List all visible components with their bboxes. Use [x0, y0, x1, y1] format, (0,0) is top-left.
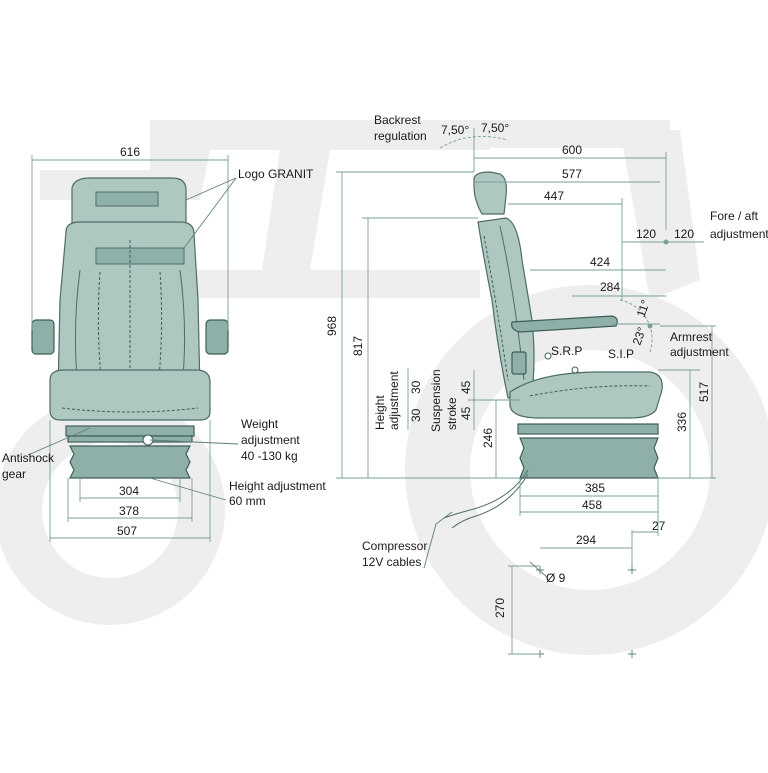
label-backrest: Backrest — [374, 113, 421, 127]
label-fore-aft: Fore / aft — [710, 209, 759, 223]
dim-600: 600 — [562, 143, 582, 157]
dim-517: 517 — [697, 382, 711, 402]
label-compressor: Compressor — [362, 539, 427, 553]
dim-616: 616 — [120, 145, 140, 159]
label-sip: S.I.P — [608, 347, 634, 361]
label-weight-adjustment: adjustment — [241, 433, 300, 447]
dim-968: 968 — [325, 316, 339, 336]
label-weight-range: 40 -130 kg — [241, 449, 298, 463]
dim-385: 385 — [585, 481, 605, 495]
label-logo-granit: Logo GRANIT — [238, 167, 314, 181]
dim-246: 246 — [481, 428, 495, 448]
dim-270: 270 — [493, 598, 507, 618]
front-view-dimensions: 616 304 378 507 — [27, 145, 239, 542]
label-antishock-gear: gear — [2, 467, 26, 481]
label-height-adjustment-mm: 60 mm — [229, 494, 266, 508]
dim-336: 336 — [675, 412, 689, 432]
label-height-adjustment: Height adjustment — [229, 479, 326, 493]
label-height: Height — [373, 395, 387, 430]
dim-angle-left: 7,50° — [441, 123, 469, 137]
label-backrest-regulation: regulation — [374, 129, 427, 143]
label-armrest-adjustment: adjustment — [670, 345, 729, 359]
dim-284: 284 — [600, 280, 620, 294]
dim-378: 378 — [119, 504, 139, 518]
dim-armrest-angle-b: 11° — [634, 298, 653, 319]
label-srp: S.R.P — [551, 344, 582, 358]
front-view-seat — [31, 177, 229, 479]
side-view-labels: Backrest regulation Fore / aft adjustmen… — [362, 113, 768, 569]
label-armrest: Armrest — [670, 330, 713, 344]
dim-27: 27 — [652, 519, 666, 533]
dim-angle-right: 7,50° — [481, 121, 509, 135]
dim-fore-aft-left: 120 — [636, 227, 656, 241]
label-height-adjustment-side: adjustment — [387, 371, 401, 430]
front-view-labels: Logo GRANIT Antishock gear Weight adjust… — [2, 167, 326, 508]
dim-458: 458 — [582, 498, 602, 512]
dim-height-adj-a: 30 — [409, 380, 423, 394]
label-compressor-cables: 12V cables — [362, 555, 421, 569]
dim-507: 507 — [117, 524, 137, 538]
dim-hole-diameter: Ø 9 — [546, 571, 566, 585]
dim-294: 294 — [576, 533, 596, 547]
label-weight: Weight — [241, 417, 279, 431]
label-fore-aft-adjustment: adjustment — [710, 227, 768, 241]
dim-447: 447 — [544, 189, 564, 203]
dim-577: 577 — [562, 167, 582, 181]
dim-susp-a: 45 — [459, 380, 473, 394]
dim-304: 304 — [119, 484, 139, 498]
dim-susp-b: 45 — [459, 406, 473, 420]
dim-armrest-angle-a: 23° — [630, 325, 649, 347]
dim-fore-aft-right: 120 — [674, 227, 694, 241]
dim-height-adj-b: 30 — [409, 408, 423, 422]
label-antishock: Antishock — [2, 451, 55, 465]
side-view-dimensions: 968 817 30 30 45 45 246 600 577 447 424 … — [325, 121, 716, 658]
side-view-seat — [443, 171, 663, 529]
dim-424: 424 — [590, 255, 610, 269]
label-suspension: Suspension — [429, 369, 443, 432]
dim-817: 817 — [351, 336, 365, 356]
label-suspension-stroke: stroke — [445, 397, 459, 430]
